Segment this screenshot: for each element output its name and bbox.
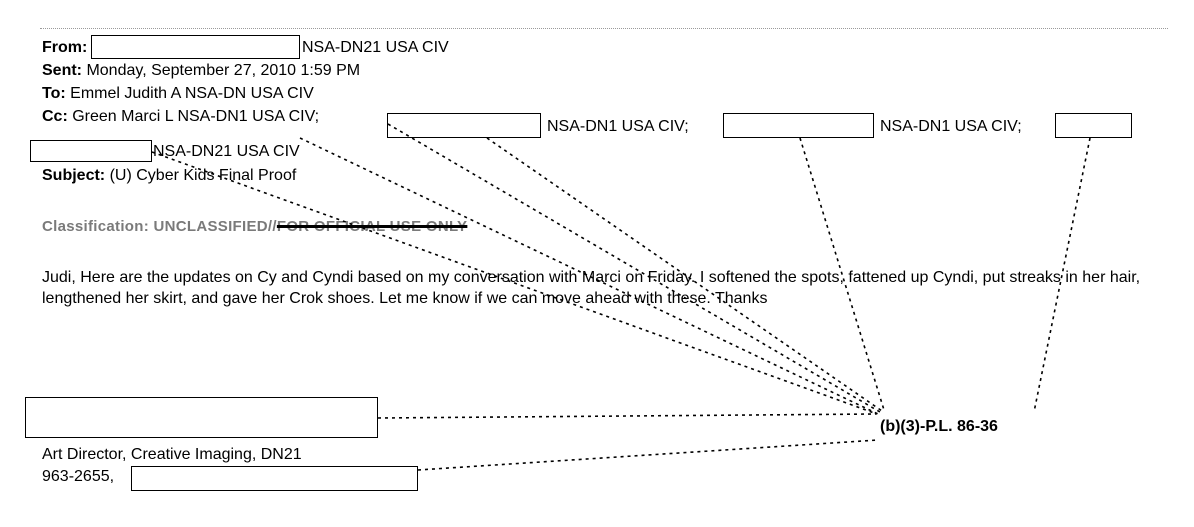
sent-value: Monday, September 27, 2010 1:59 PM bbox=[86, 62, 361, 79]
message-body: Judi, Here are the updates on Cy and Cyn… bbox=[42, 269, 1141, 307]
to-label: To: bbox=[42, 85, 66, 102]
redaction-box-cc-1 bbox=[387, 113, 541, 138]
classification-banner: Classification: UNCLASSIFIED//FOR OFFICI… bbox=[42, 218, 467, 235]
redaction-box-from bbox=[91, 35, 300, 59]
sent-label: Sent: bbox=[42, 62, 82, 79]
redaction-box-cc-4 bbox=[30, 140, 152, 162]
signature-title: Art Director, Creative Imaging, DN21 bbox=[42, 446, 302, 463]
cc-line: Cc: Green Marci L NSA-DN1 USA CIV; bbox=[42, 107, 319, 126]
signature-phone: 963-2655, bbox=[42, 468, 115, 485]
classification-struck-caveat: FOR OFFICIAL USE ONLY bbox=[276, 218, 468, 235]
subject-value: (U) Cyber Kids Final Proof bbox=[109, 167, 297, 184]
cc-value-2: NSA-DN1 USA CIV; bbox=[547, 118, 689, 135]
from-line: From: bbox=[42, 38, 87, 57]
classification-label: Classification: UNCLASSIFIED// bbox=[42, 218, 277, 235]
redaction-box-signature-email bbox=[131, 466, 418, 491]
header-divider bbox=[40, 28, 1168, 29]
subject-label: Subject: bbox=[42, 167, 106, 184]
cc-value-4: NSA-DN21 USA CIV bbox=[153, 143, 300, 160]
from-value: NSA-DN21 USA CIV bbox=[302, 39, 449, 56]
from-label: From: bbox=[42, 39, 88, 56]
redaction-box-cc-2 bbox=[723, 113, 874, 138]
to-line: To: Emmel Judith A NSA-DN USA CIV bbox=[42, 84, 314, 103]
leader-line bbox=[377, 413, 877, 419]
cc-value-1: Green Marci L NSA-DN1 USA CIV; bbox=[72, 108, 320, 125]
cc-value-3: NSA-DN1 USA CIV; bbox=[880, 118, 1022, 135]
exemption-label: (b)(3)-P.L. 86-36 bbox=[880, 418, 998, 435]
cc-label: Cc: bbox=[42, 108, 68, 125]
subject-line: Subject: (U) Cyber Kids Final Proof bbox=[42, 166, 296, 185]
redaction-box-cc-3 bbox=[1055, 113, 1132, 138]
redaction-box-signature-name bbox=[25, 397, 378, 438]
sent-line: Sent: Monday, September 27, 2010 1:59 PM bbox=[42, 61, 360, 80]
to-value: Emmel Judith A NSA-DN USA CIV bbox=[70, 85, 314, 102]
leader-line bbox=[417, 439, 879, 471]
